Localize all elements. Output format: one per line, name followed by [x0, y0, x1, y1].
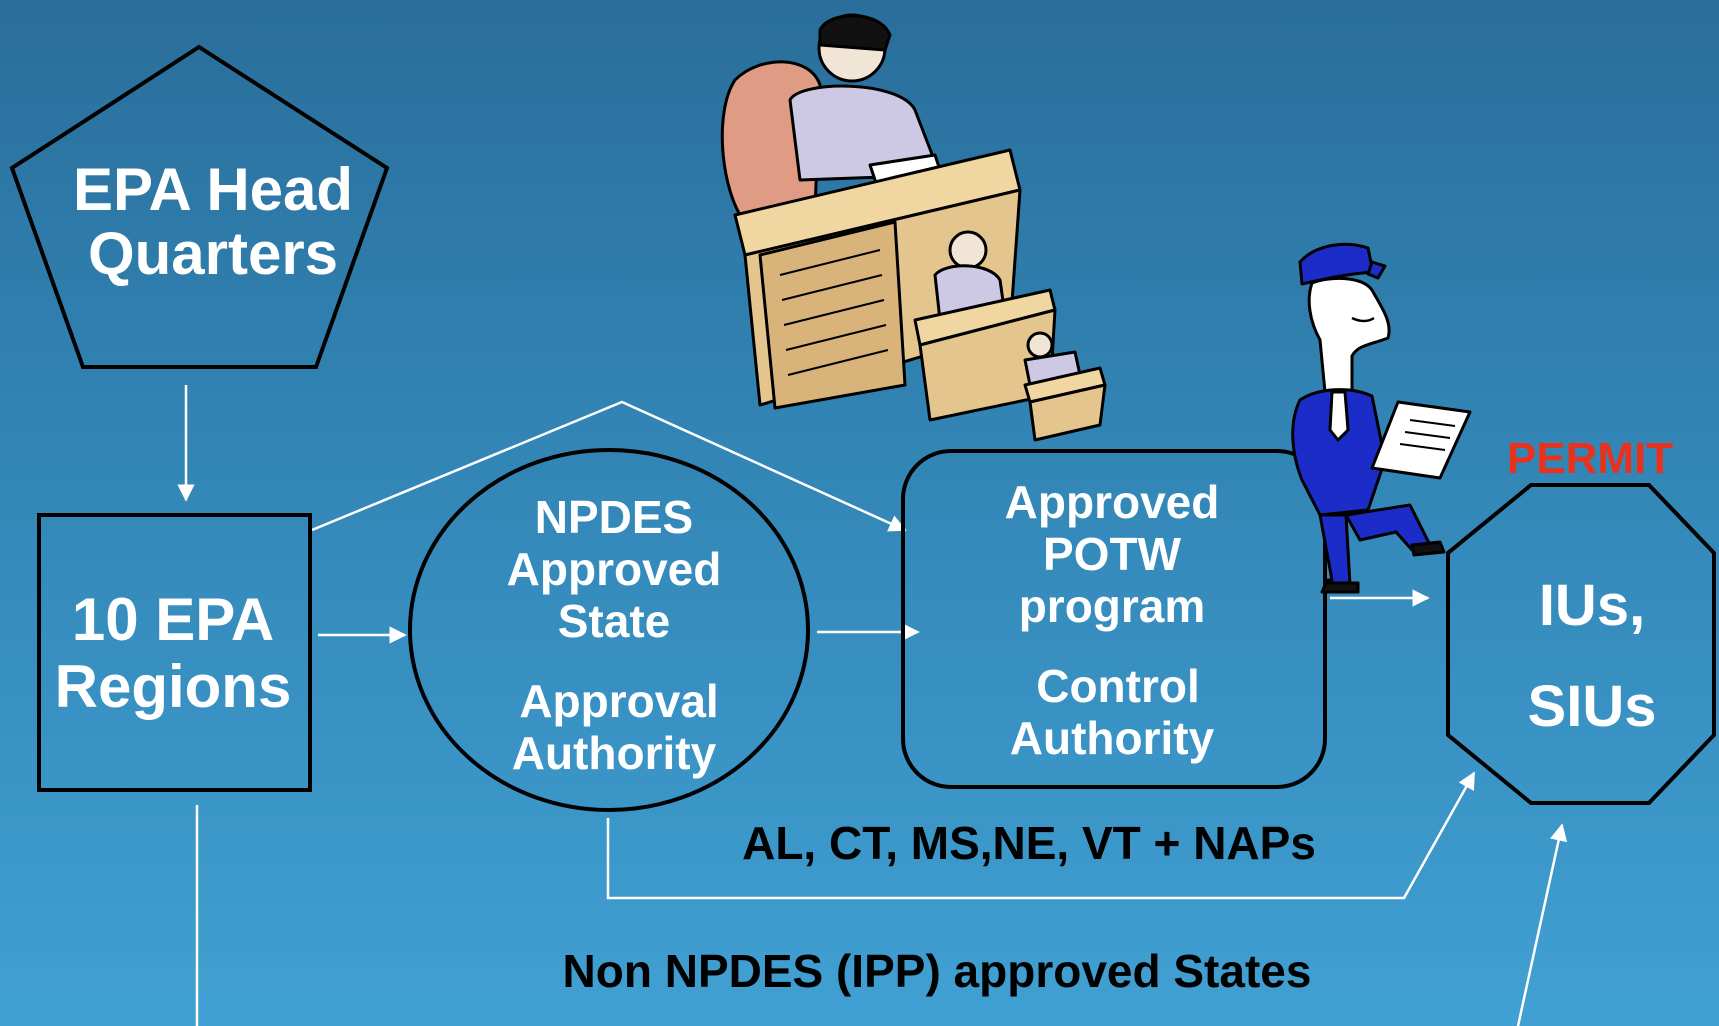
hq-line2: Quarters	[88, 220, 338, 287]
states-list-label: AL, CT, MS,NE, VT + NAPs	[742, 817, 1316, 869]
ius-node: IUs, SIUs	[1446, 483, 1716, 805]
inspector-illustration	[1291, 242, 1472, 594]
npdes-state-node: NPDES Approved State Approval Authority	[408, 448, 810, 812]
potw-line3: program	[1019, 580, 1206, 632]
state-line1: NPDES	[535, 491, 693, 543]
ius-line2: SIUs	[1528, 674, 1657, 739]
hq-line1: EPA Head	[73, 156, 353, 223]
state-line5: Authority	[512, 727, 717, 779]
ius-line1: IUs,	[1539, 573, 1645, 638]
state-line3: State	[558, 595, 670, 647]
bureaucracy-illustration	[720, 13, 1107, 442]
permit-label: PERMIT	[1507, 434, 1673, 483]
regions-to-ius-arrow	[1516, 823, 1568, 1026]
state-line2: Approved	[507, 543, 722, 595]
potw-line1: Approved	[1005, 476, 1220, 528]
regions-to-potw-arrow	[311, 400, 907, 532]
epa-hq-node: EPA Head Quarters	[9, 44, 390, 369]
potw-line4: Control	[1036, 660, 1200, 712]
epa-regions-node: 10 EPA Regions	[37, 513, 312, 792]
potw-line2: POTW	[1043, 528, 1182, 580]
regions-line1: 10 EPA	[72, 586, 274, 653]
regions-line2: Regions	[55, 653, 292, 720]
non-npdes-label: Non NPDES (IPP) approved States	[563, 945, 1312, 997]
potw-node: Approved POTW program Control Authority	[901, 449, 1327, 789]
state-line4: Approval	[519, 675, 718, 727]
state-to-ius-arrow	[606, 771, 1476, 900]
potw-line5: Authority	[1010, 712, 1215, 764]
